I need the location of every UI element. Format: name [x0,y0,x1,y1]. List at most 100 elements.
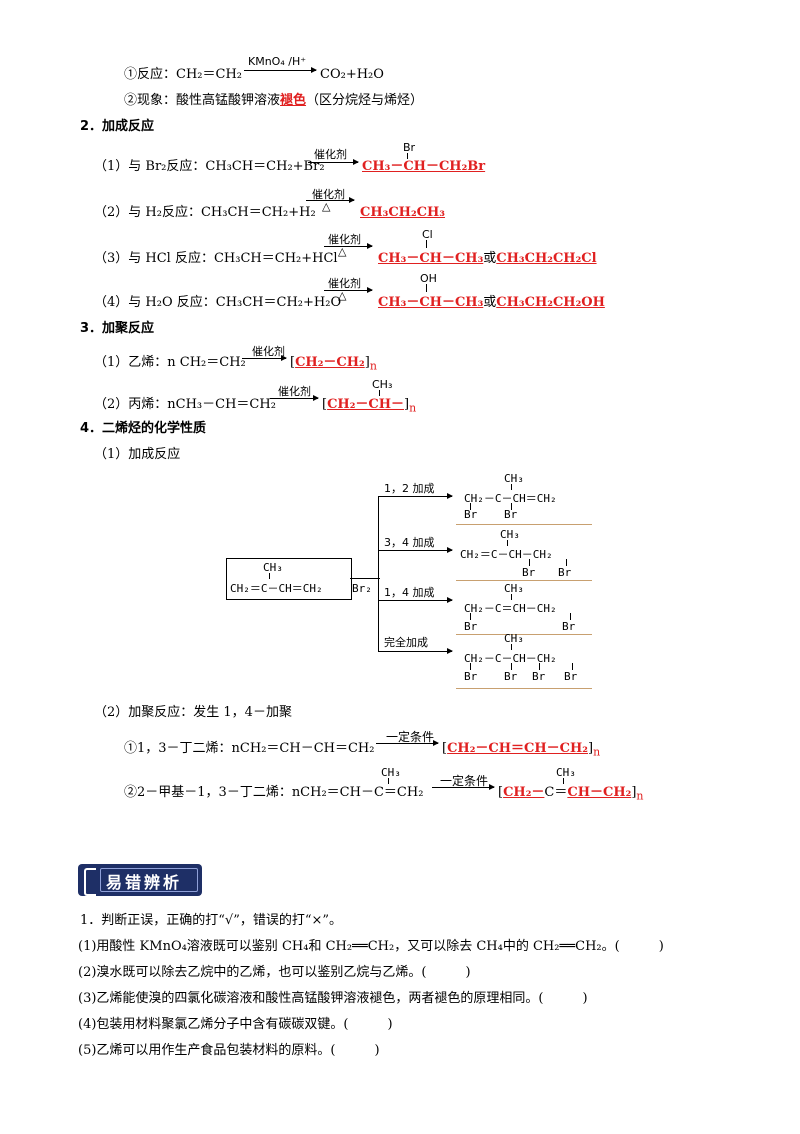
branch-4-sub-2: Br [504,670,518,683]
branch-1-sub-2: Br [504,508,518,521]
a2-product-ch3: CH₃ [556,766,576,779]
r3-heat: △ [338,245,347,258]
a1-product: CH₂－CH＝CH－CH₂ [447,741,588,756]
diene-reactant: CH₂＝C－CH＝CH₂ [230,582,323,595]
branch-3-product: CH₂－C＝CH－CH₂ [464,602,557,615]
diene-reagent: Br₂ [352,582,372,595]
diene-addition-subtitle: （1）加成反应 [94,447,181,462]
quiz-item-4: (4)包装用材料聚氯乙烯分子中含有碳碳双键。( ) [78,1017,393,1032]
r1-catalyst: 催化剂 [314,148,347,161]
r3-catalyst: 催化剂 [328,233,361,246]
branch-1-sub-1: Br [464,508,478,521]
p2-arrow [270,395,319,401]
r1-reactants: （1）与 Br₂反应：CH₃CH＝CH₂+Br₂ [94,159,325,174]
banner-title: 易错辨析 [106,873,183,892]
diene-polymerization-subtitle: （2）加聚反应：发生 1，4－加聚 [94,705,292,720]
branch-1-ch3: CH₃ [504,472,524,485]
a2-condition: 一定条件 [440,774,489,788]
p1-reactant: （1）乙烯：n CH₂＝CH₂ [94,355,246,370]
a2-product-part2: CH－CH₂ [567,785,632,800]
branch-3-label: 1，4 加成 [384,586,435,599]
a1-reactant: ①1，3－丁二烯：nCH₂＝CH－CH＝CH₂ [124,741,375,756]
oxidation-reactant: ①反应：CH₂＝CH₂ [124,67,242,82]
r3-product-1: CH₃－CH－CH₃ [378,251,484,266]
r4-reactants: （4）与 H₂O 反应：CH₃CH＝CH₂+H₂O [94,295,342,310]
section-polymerization-title: 3．加聚反应 [80,321,155,336]
branch-3-sub-1: Br [464,620,478,633]
a2-product-part1: CH₂－ [503,785,545,800]
branch-1-arrow [378,493,453,499]
r3-reactants: （3）与 HCl 反应：CH₃CH＝CH₂+HCl [94,251,338,266]
a2-reactant: ②2－甲基－1，3－丁二烯：nCH₂＝CH－C＝CH₂ [124,785,424,800]
r2-product: CH₃CH₂CH₃ [360,205,445,220]
a1-arrow [376,740,439,746]
p1-product-line: [CH₂－CH₂]n [290,355,377,373]
quiz-item-2: (2)溴水既可以除去乙烷中的乙烯，也可以鉴别乙烷与乙烯。( ) [78,965,471,980]
branch-3-sub-2: Br [562,620,576,633]
branch-3-ch3: CH₃ [504,582,524,595]
quiz-item-5: (5)乙烯可以用作生产食品包装材料的原料。( ) [78,1043,380,1058]
a1-condition: 一定条件 [386,730,435,744]
oxidation-condition: KMnO₄ /H⁺ [248,55,307,68]
banner-tab-icon [84,868,96,896]
r4-catalyst: 催化剂 [328,277,361,290]
r3-arrow [324,243,373,249]
branch-4-sub-1: Br [464,670,478,683]
a1-product-line: [CH₂－CH＝CH－CH₂]n [442,741,601,759]
branch-4-arrow [378,648,453,654]
branch-2-product: CH₂＝C－CH－CH₂ [460,548,553,561]
diene-reactant-ch3: CH₃ [263,561,283,574]
branch-4-sub-3: Br [532,670,546,683]
a2-arrow [432,784,495,790]
oxidation-arrow [244,67,317,73]
r4-arrow [324,287,373,293]
phenomenon-answer: 褪色 [280,93,307,108]
quiz-item-3: (3)乙烯能使溴的四氯化碳溶液和酸性高锰酸钾溶液褪色，两者褪色的原理相同。( ) [78,991,588,1006]
r2-catalyst: 催化剂 [312,188,345,201]
r4-product-1: CH₃－CH－CH₃ [378,295,484,310]
r2-heat: △ [322,200,331,213]
a2-product-line: [CH₂－C＝CH－CH₂]n [498,785,644,803]
r3-product-2: CH₃CH₂CH₂Cl [496,251,597,266]
branch-4-ch3: CH₃ [504,632,524,645]
branch-1-product: CH₂－C－CH＝CH₂ [464,492,557,505]
r1-br-sub: Br [403,141,416,154]
r3-products: CH₃－CH－CH₃或CH₃CH₂CH₂Cl [378,251,597,266]
p2-reactant: （2）丙烯：nCH₃－CH＝CH₂ [94,397,276,412]
r1-product: CH₃－CH－CH₂Br [362,159,486,174]
r2-reactants: （2）与 H₂反应：CH₃CH＝CH₂+H₂ [94,205,316,220]
section-addition-title: 2．加成反应 [80,119,155,134]
r1-arrow [308,159,359,165]
r2-arrow [306,197,355,203]
phenomenon-text: ②现象：酸性高锰酸钾溶液 [124,93,281,108]
r4-product-2: CH₃CH₂CH₂OH [496,295,605,310]
r3-cl-sub: Cl [422,228,433,241]
branch-4-sub-4: Br [564,670,578,683]
branch-2-ch3: CH₃ [500,528,520,541]
r4-products: CH₃－CH－CH₃或CH₃CH₂CH₂OH [378,295,605,310]
section-diene-title: 4．二烯烃的化学性质 [80,421,207,436]
section-banner: 易错辨析 [78,864,202,896]
branch-4-label: 完全加成 [384,636,428,649]
a2-reactant-ch3: CH₃ [381,766,401,779]
diene-reactant-box [226,558,352,600]
branch-2-arrow [378,547,453,553]
oxidation-product: CO₂+H₂O [320,67,384,82]
p2-product-line: [CH₂－CH－]n [322,397,417,415]
quiz-item-1: (1)用酸性 KMnO₄溶液既可以鉴别 CH₄和 CH₂══CH₂，又可以除去 … [78,939,664,954]
branch-1-label: 1，2 加成 [384,482,435,495]
branch-4-product: CH₂－C－CH－CH₂ [464,652,557,665]
branch-2-sub-1: Br [522,566,536,579]
r4-oh-sub: OH [420,272,437,285]
branch-3-arrow [378,597,453,603]
p1-catalyst: 催化剂 [252,345,285,358]
phenomenon-line: ②现象：酸性高锰酸钾溶液褪色（区分烷烃与烯烃） [124,92,423,110]
p2-catalyst: 催化剂 [278,385,311,398]
p1-arrow [242,355,287,361]
quiz-intro: 1．判断正误，正确的打“√”，错误的打“×”。 [80,913,343,928]
branch-2-sub-2: Br [558,566,572,579]
branch-2-label: 3，4 加成 [384,536,435,549]
p2-product: CH₂－CH－ [327,397,405,412]
branch-trunk [378,496,379,651]
p2-ch3-sub: CH₃ [372,378,393,391]
